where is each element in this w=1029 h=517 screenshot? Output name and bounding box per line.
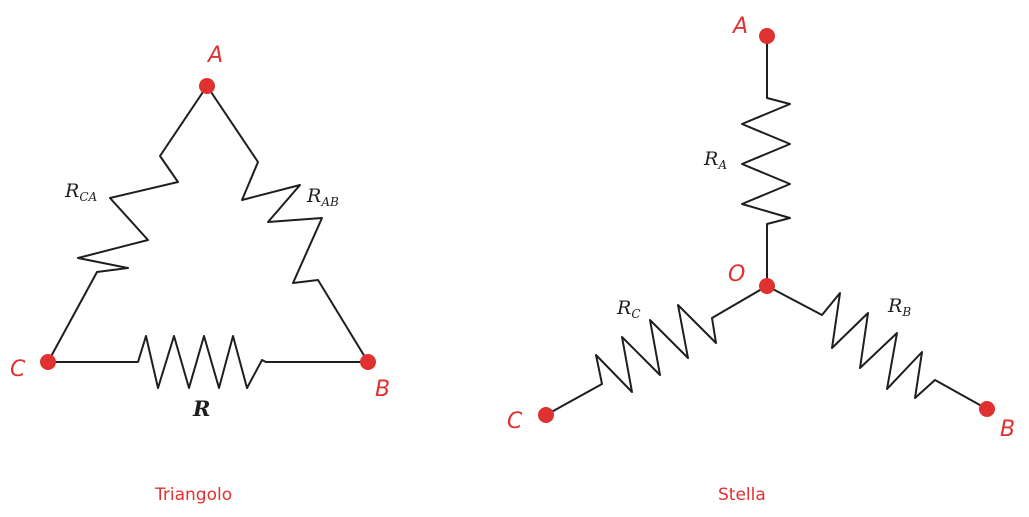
label-rab: RAB — [306, 185, 339, 209]
resistor-r — [47, 335, 369, 389]
label-rc: RC — [616, 297, 641, 321]
resistor-rb — [766, 285, 988, 410]
star-node-o — [759, 278, 775, 294]
label-ra: RA — [703, 148, 727, 172]
label-rca: RCA — [64, 180, 97, 204]
delta-label-c: C — [10, 357, 26, 382]
delta-label-a: A — [206, 43, 223, 68]
label-r: R — [192, 396, 210, 421]
caption-triangolo: Triangolo — [154, 485, 232, 505]
delta-label-b: B — [375, 377, 390, 402]
star-label-b: B — [1000, 417, 1015, 442]
resistor-rc — [545, 285, 768, 416]
delta-node-c — [40, 354, 56, 370]
resistor-rab — [206, 85, 369, 363]
star-network: A O B C RA RB RC Stella — [507, 14, 1015, 505]
star-label-c: C — [507, 409, 523, 434]
star-node-b — [979, 401, 995, 417]
delta-node-a — [199, 78, 215, 94]
label-rb: RB — [887, 295, 911, 319]
caption-stella: Stella — [718, 485, 766, 505]
delta-network: A B C RCA RAB R Triangolo — [10, 43, 390, 505]
delta-node-b — [360, 354, 376, 370]
star-node-c — [538, 407, 554, 423]
star-label-o: O — [728, 262, 745, 287]
resistor-ra — [741, 35, 791, 287]
star-label-a: A — [731, 14, 748, 39]
resistor-rca — [47, 85, 208, 363]
star-node-a — [759, 28, 775, 44]
